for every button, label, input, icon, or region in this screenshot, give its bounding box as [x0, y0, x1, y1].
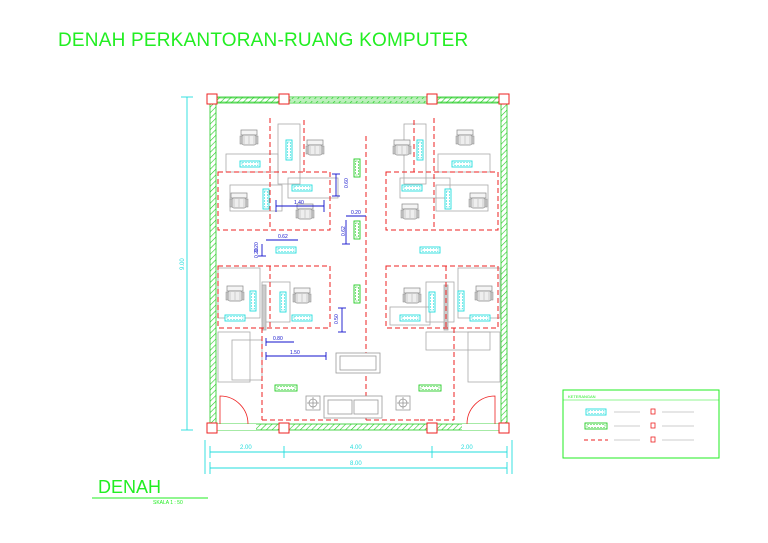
page-title: DENAH PERKANTORAN-RUANG KOMPUTER	[58, 30, 469, 51]
doors	[219, 395, 496, 425]
lounge	[305, 352, 411, 419]
inner-dimensions	[258, 173, 366, 360]
dim-inner-1: 0.60	[344, 178, 350, 188]
dim-inner-8: 1.50	[290, 350, 300, 356]
legend: KETERANGAN	[562, 389, 720, 459]
dim-inner-9: 0.50	[334, 314, 340, 324]
outer-dimension-labels: 2.00 4.00 2.00 8.00 9.00	[180, 258, 473, 467]
dim-inner-2: 0.20	[351, 210, 361, 216]
dim-inner-0: 1.40	[294, 200, 304, 206]
chairs	[225, 129, 494, 304]
inner-dimension-labels: 1.40 0.60 0.20 0.62 0.62 0.20 0.20 0.80 …	[254, 178, 361, 356]
drawing-label: DENAH	[98, 477, 162, 497]
dim-bottom-0: 2.00	[240, 445, 252, 451]
scale-label: SKALA 1 : 50	[153, 500, 183, 506]
legend-title: KETERANGAN	[568, 394, 596, 399]
dim-inner-3: 0.62	[341, 226, 347, 236]
desks	[217, 123, 501, 383]
dim-bottom-2: 2.00	[461, 445, 473, 451]
dim-bottom-1: 4.00	[350, 445, 362, 451]
dim-inner-7: 0.80	[273, 336, 283, 342]
outer-dimensions	[181, 96, 513, 474]
dim-inner-4: 0.62	[278, 234, 288, 240]
dim-bottom-total: 8.00	[350, 461, 362, 467]
dim-left-total: 9.00	[180, 258, 186, 270]
dim-inner-5: 0.20	[254, 242, 260, 252]
dim-inner-6: 0.20	[254, 248, 260, 258]
